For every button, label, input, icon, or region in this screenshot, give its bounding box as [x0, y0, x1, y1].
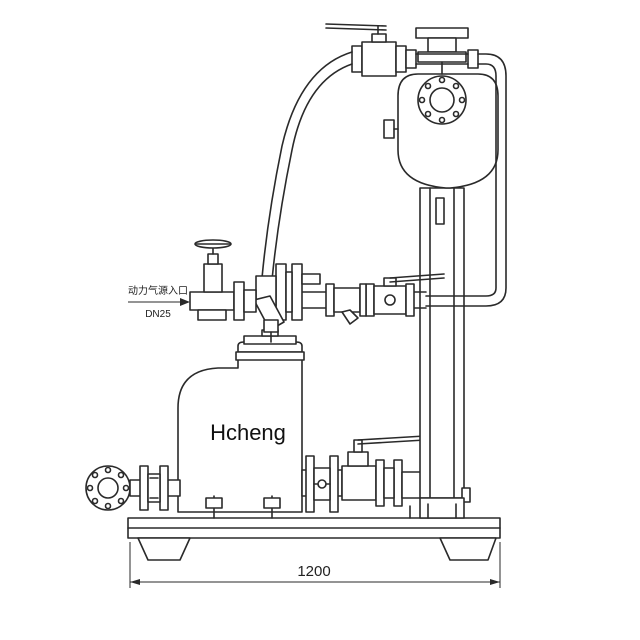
top-ball-valve — [325, 23, 479, 77]
inlet-flange — [85, 465, 131, 511]
return-pipe-right-inner — [425, 63, 497, 297]
separator-vessel — [383, 73, 499, 189]
return-pipe-right — [425, 53, 507, 307]
air-inlet-arrow — [128, 298, 190, 306]
dimension-line — [129, 542, 501, 588]
air-inlet-label: 动力气源入口 — [128, 284, 188, 297]
flex-hose-outer — [261, 51, 353, 279]
flex-hose-inner — [271, 63, 353, 281]
base-skid — [127, 517, 501, 561]
outlet-check-valve — [301, 455, 343, 513]
brand-label: Hcheng — [210, 420, 286, 445]
vertical-column — [419, 187, 471, 519]
air-inlet-valve — [189, 239, 257, 321]
air-inlet-size-label: DN25 — [145, 309, 171, 320]
receiver-top-fittings — [253, 263, 321, 343]
dimension-label: 1200 — [297, 563, 330, 580]
inlet-pipe — [129, 465, 181, 511]
outlet-ball-valve — [341, 433, 459, 507]
receiver-tank — [177, 329, 305, 519]
top-flange — [415, 27, 469, 75]
middle-ball-valve — [365, 273, 445, 317]
strainer — [325, 283, 367, 325]
